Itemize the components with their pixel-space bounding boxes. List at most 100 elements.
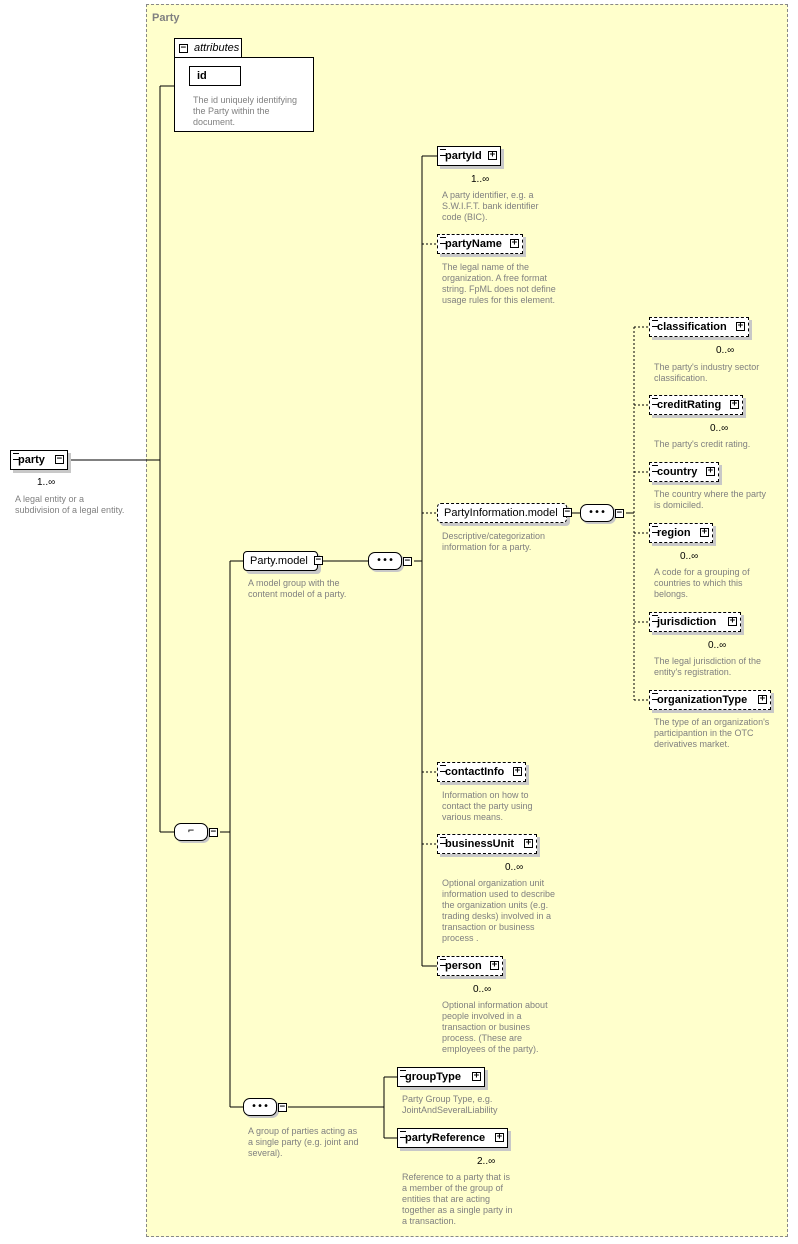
expand-icon[interactable]: + [513, 766, 522, 776]
credit-rating-doc: The party's credit rating. [654, 439, 751, 449]
sequence-compositor[interactable]: ••• [243, 1098, 277, 1116]
collapse-icon[interactable]: − [403, 556, 412, 566]
element-organization-type[interactable]: organizationType + [649, 690, 771, 710]
person-cardinality: 0..∞ [473, 984, 492, 995]
classification-cardinality: 0..∞ [716, 345, 735, 356]
party-reference-cardinality: 2..∞ [477, 1156, 496, 1167]
party-reference-label: partyReference [405, 1132, 486, 1144]
party-id-cardinality: 1..∞ [471, 174, 490, 185]
party-name-label: partyName [445, 238, 502, 250]
element-group-type[interactable]: groupType + [397, 1067, 485, 1087]
attribute-id[interactable]: id [189, 66, 241, 86]
expand-icon[interactable]: + [510, 238, 519, 248]
element-lines-icon [400, 1131, 406, 1138]
jurisdiction-doc: The legal jurisdiction of the entity's r… [654, 656, 762, 677]
element-lines-icon [440, 765, 446, 772]
choice-compositor[interactable]: ⌐ [174, 823, 208, 841]
expand-icon[interactable]: + [472, 1071, 481, 1081]
group-type-doc: Party Group Type, e.g. JointAndSeveralLi… [402, 1094, 498, 1115]
attributes-tab[interactable]: − attributes [174, 38, 242, 58]
group-party-information-model[interactable]: PartyInformation.model − [437, 503, 572, 523]
expand-icon[interactable]: + [495, 1132, 504, 1142]
collapse-icon[interactable]: − [209, 827, 218, 837]
attribute-id-doc: The id uniquely identifying the Party wi… [193, 95, 298, 127]
element-jurisdiction[interactable]: jurisdiction + [649, 608, 745, 632]
type-title: Party [152, 12, 180, 24]
element-lines-icon [652, 465, 658, 472]
group-party-model[interactable]: Party.model − [243, 551, 323, 571]
credit-rating-label: creditRating [657, 399, 722, 411]
element-lines-icon [652, 320, 658, 327]
person-label: person [445, 960, 482, 972]
expand-icon[interactable]: + [488, 150, 497, 160]
business-unit-doc: Optional organization unit information u… [442, 878, 556, 943]
element-country[interactable]: country + [649, 462, 719, 482]
classification-doc: The party's industry sector classificati… [654, 362, 760, 383]
person-doc: Optional information about people involv… [442, 1000, 548, 1054]
expand-icon[interactable]: + [736, 321, 745, 331]
element-party[interactable]: party − [10, 446, 72, 470]
element-party-reference[interactable]: partyReference + [397, 1124, 512, 1148]
collapse-icon[interactable]: − [314, 555, 323, 565]
party-reference-doc: Reference to a party that is a member of… [402, 1172, 513, 1226]
classification-label: classification [657, 321, 727, 333]
expand-icon[interactable]: + [728, 616, 737, 626]
element-person[interactable]: person + [437, 952, 507, 976]
expand-icon[interactable]: + [700, 527, 709, 537]
organization-type-label: organizationType [657, 694, 748, 706]
party-doc: A legal entity or a subdivision of a leg… [15, 494, 125, 515]
credit-rating-cardinality: 0..∞ [710, 423, 729, 434]
collapse-icon[interactable]: − [615, 508, 624, 518]
party-model-doc: A model group with the content model of … [248, 578, 347, 599]
element-credit-rating[interactable]: creditRating + [649, 391, 747, 415]
element-party-name[interactable]: partyName + [437, 234, 523, 254]
element-party-id[interactable]: partyId + [437, 142, 505, 166]
element-contact-info[interactable]: contactInfo + [437, 762, 526, 782]
element-party-label: party [18, 454, 45, 466]
country-doc: The country where the party is domiciled… [654, 489, 767, 510]
element-lines-icon [440, 959, 446, 966]
sequence-compositor[interactable]: ••• [580, 504, 614, 522]
element-lines-icon [440, 149, 446, 156]
element-lines-icon [652, 693, 658, 700]
jurisdiction-cardinality: 0..∞ [708, 640, 727, 651]
expand-icon[interactable]: + [758, 694, 767, 704]
business-unit-label: businessUnit [445, 838, 515, 850]
region-label: region [657, 527, 691, 539]
element-classification[interactable]: classification + [649, 313, 753, 337]
party-cardinality: 1..∞ [37, 477, 56, 488]
collapse-icon[interactable]: − [179, 43, 188, 53]
collapse-icon[interactable]: − [278, 1102, 287, 1112]
party-id-doc: A party identifier, e.g. a S.W.I.F.T. ba… [442, 190, 539, 222]
attributes-label: attributes [194, 42, 240, 54]
party-info-doc: Descriptive/categorization information f… [442, 531, 546, 552]
expand-icon[interactable]: + [490, 960, 499, 970]
organization-type-doc: The type of an organization's participan… [654, 717, 770, 749]
element-lines-icon [440, 837, 446, 844]
expand-icon[interactable]: + [524, 838, 533, 848]
element-lines-icon [440, 237, 446, 244]
group-sequence-doc: A group of parties acting as a single pa… [248, 1126, 359, 1158]
expand-icon[interactable]: + [730, 399, 739, 409]
group-type-label: groupType [405, 1071, 462, 1083]
element-lines-icon [652, 526, 658, 533]
region-cardinality: 0..∞ [680, 551, 699, 562]
sequence-compositor[interactable]: ••• [368, 552, 402, 570]
contact-info-label: contactInfo [445, 766, 505, 778]
element-lines-icon [652, 615, 658, 622]
collapse-icon[interactable]: − [563, 507, 572, 517]
contact-info-doc: Information on how to contact the party … [442, 790, 533, 822]
party-id-label: partyId [445, 150, 482, 162]
business-unit-cardinality: 0..∞ [505, 862, 524, 873]
party-info-label: PartyInformation.model [444, 507, 558, 519]
element-lines-icon [652, 398, 658, 405]
element-lines-icon [13, 453, 19, 460]
element-business-unit[interactable]: businessUnit + [437, 830, 541, 854]
collapse-icon[interactable]: − [55, 454, 64, 464]
expand-icon[interactable]: + [706, 466, 715, 476]
party-name-doc: The legal name of the organization. A fr… [442, 262, 556, 305]
party-model-label: Party.model [250, 555, 308, 567]
element-region[interactable]: region + [649, 519, 717, 543]
